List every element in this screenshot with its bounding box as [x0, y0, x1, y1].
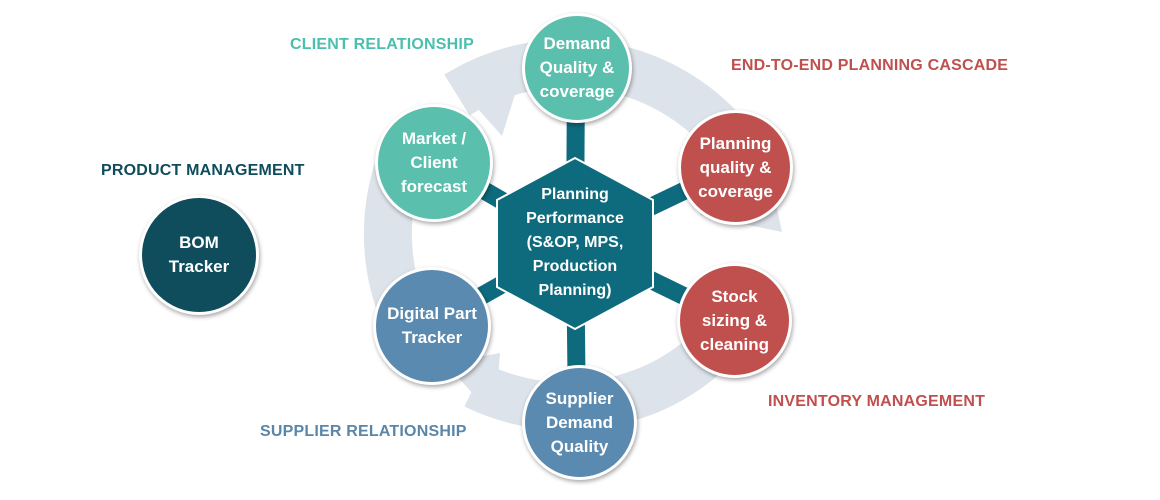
- hub-label: Planning Performance (S&OP, MPS, Product…: [526, 186, 624, 299]
- node-bom-tracker: BOM Tracker: [139, 195, 259, 315]
- node-demand-quality: Demand Quality & coverage: [522, 13, 632, 123]
- node-stock-sizing: Stock sizing & cleaning: [677, 263, 792, 378]
- label-end-to-end-planning: END-TO-END PLANNING CASCADE: [731, 57, 1009, 74]
- label-product-management: PRODUCT MANAGEMENT: [101, 162, 305, 179]
- cycle-arrowhead-top: [447, 56, 527, 136]
- hub-hexagon: [496, 156, 654, 331]
- node-supplier-demand: Supplier Demand Quality: [522, 365, 637, 480]
- label-supplier-relationship: SUPPLIER RELATIONSHIP: [260, 423, 467, 440]
- label-client-relationship: CLIENT RELATIONSHIP: [290, 36, 474, 53]
- label-inventory-management: INVENTORY MANAGEMENT: [768, 393, 986, 410]
- node-digital-part-tracker: Digital Part Tracker: [373, 267, 491, 385]
- node-planning-quality: Planning quality & coverage: [678, 110, 793, 225]
- node-market-forecast: Market / Client forecast: [375, 104, 493, 222]
